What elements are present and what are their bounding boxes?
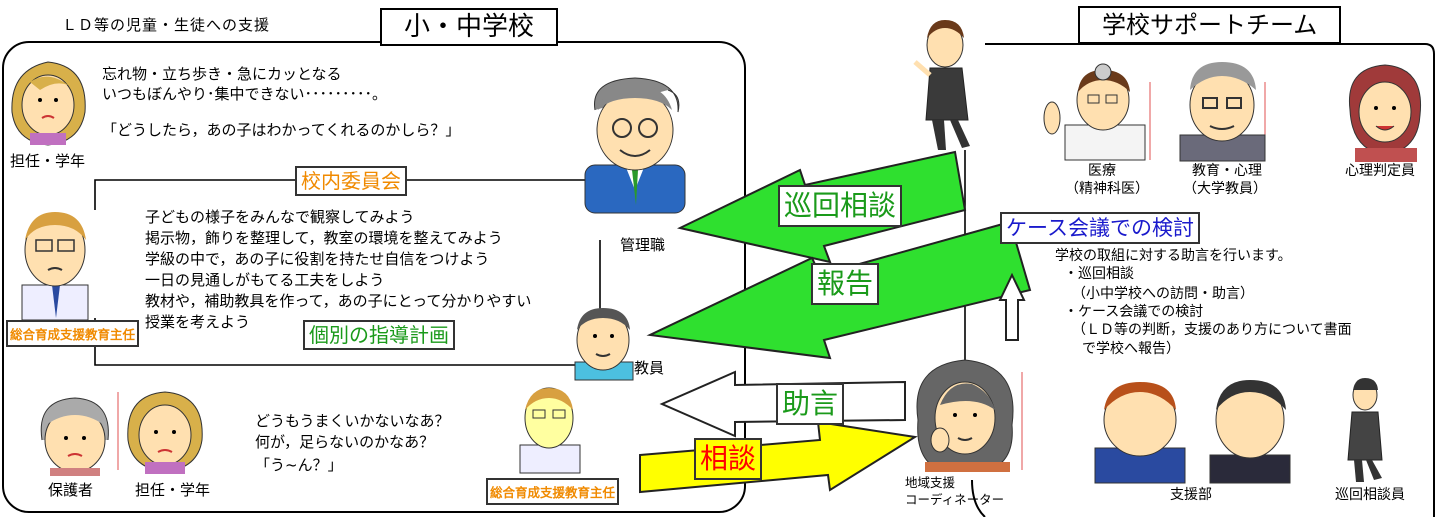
- team-title: 学校サポートチーム: [1078, 6, 1342, 44]
- team-desc-1: 学校の取組に対する助言を行います。: [1055, 248, 1292, 264]
- parent-speech-1: どうもうまくいかないなあ？: [255, 412, 450, 430]
- visitor-label: 巡回相談員: [1335, 487, 1405, 503]
- team-member-role-1: 医療: [1088, 163, 1116, 179]
- team-member-role-2: 教育・心理: [1192, 163, 1262, 179]
- homeroom-teacher-figure: [11, 61, 86, 146]
- regional-label-2: コーディネーター: [905, 492, 1005, 507]
- team-member-role-3: 心理判定員: [1345, 163, 1415, 179]
- regional-label-1: 地域支援: [905, 475, 956, 490]
- committee-idea-2: 掲示物，飾りを整理して，教室の環境を整えてみよう: [145, 229, 503, 247]
- coordinator-label: 総合育成支援教育主任: [6, 320, 140, 347]
- advice-label: 助言: [776, 383, 845, 425]
- admin-label: 管理職: [620, 236, 666, 254]
- case-meeting-label: ケース会議での検討: [1000, 212, 1200, 244]
- report-label: 報告: [811, 263, 880, 305]
- regional-coordinator-figure: [916, 359, 1014, 472]
- admin-figure: [584, 77, 686, 214]
- support-staff-figure: [1094, 380, 1291, 484]
- committee-label: 校内委員会: [295, 166, 407, 196]
- committee-idea-3: 学級の中で，あの子に役割を持たせ自信をつけよう: [145, 250, 490, 268]
- teacher-figure: [574, 308, 634, 381]
- team-member-detail-1: （精神科医）: [1065, 181, 1149, 197]
- teacher-label: 教員: [634, 359, 665, 377]
- parent-speech-3: 「う~ん？」: [255, 456, 343, 474]
- visit-label: 巡回相談: [778, 185, 903, 227]
- guardian-label: 保護者: [48, 481, 94, 499]
- professor-figure: [1179, 62, 1266, 162]
- coordinator-2-figure: [519, 387, 581, 474]
- teacher-speech-1: 忘れ物・立ち歩き・急にカッとなる: [102, 65, 342, 83]
- walker-figure: [913, 20, 970, 150]
- up-arrow: [998, 272, 1026, 341]
- doctor-figure: [1043, 63, 1146, 161]
- committee-line-top: [94, 179, 585, 210]
- committee-idea-5: 教材や，補助教具を作って，あの子にとって分かりやすい: [145, 292, 532, 310]
- committee-idea-6: 授業を考えよう: [145, 313, 251, 331]
- teacher-speech-2: いつもぼんやり･集中できない･････････。: [102, 85, 388, 103]
- coordinator-figure: [21, 212, 89, 321]
- consult-label: 相談: [694, 438, 763, 480]
- team-desc-3: （小中学校への訪問・助言）: [1072, 286, 1254, 302]
- homeroom-label: 担任・学年: [10, 152, 86, 170]
- support-label: 支援部: [1170, 487, 1212, 503]
- page-subtitle: ＬＤ等の児童・生徒への支援: [62, 16, 271, 34]
- team-desc-6: で学校へ報告）: [1082, 341, 1180, 357]
- homeroom-teacher-2-figure: [127, 391, 203, 474]
- team-panel-border: [985, 43, 1435, 517]
- homeroom-label-2: 担任・学年: [135, 481, 211, 499]
- committee-idea-4: 一日の見通しがもてる工夫をしよう: [145, 271, 385, 289]
- team-desc-5: （ＬＤ等の判断，支援のあり方について書面: [1072, 322, 1352, 338]
- team-desc-2: ・巡回相談: [1064, 266, 1134, 282]
- individual-plan-label: 個別の指導計画: [303, 320, 455, 350]
- psychologist-figure: [1348, 64, 1422, 162]
- visitor-figure: [1347, 378, 1383, 482]
- committee-idea-1: 子どもの様子をみんなで観察してみよう: [145, 208, 415, 226]
- team-member-detail-2: （大学教員）: [1183, 181, 1267, 197]
- coordinator-label-2: 総合育成支援教育主任: [486, 478, 620, 505]
- teacher-speech-3: 「どうしたら，あの子はわかってくれるのかしら？」: [102, 121, 461, 139]
- parent-speech-2: 何が，足らないのかなあ？: [255, 433, 435, 451]
- school-title: 小・中学校: [380, 8, 559, 46]
- team-desc-4: ・ケース会議での検討: [1064, 304, 1204, 320]
- guardian-figure: [40, 397, 109, 476]
